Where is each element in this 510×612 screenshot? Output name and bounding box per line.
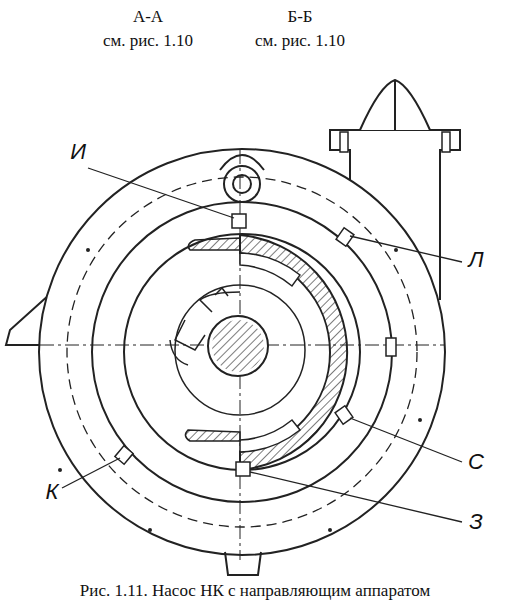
callout-letter: З xyxy=(469,510,483,534)
figure-caption: Рис. 1.11. Насос НК с направляющим аппар… xyxy=(80,582,430,601)
section-reference: см. рис. 1.10 xyxy=(255,32,345,51)
section-reference: см. рис. 1.10 xyxy=(103,32,193,51)
section-mark: А-А xyxy=(133,8,163,27)
callout-letter: Л xyxy=(468,248,483,272)
section-mark: Б-Б xyxy=(287,8,312,27)
callout-letter: К xyxy=(46,480,59,504)
callout-letter: И xyxy=(70,140,86,164)
callout-letter: С xyxy=(468,450,484,474)
